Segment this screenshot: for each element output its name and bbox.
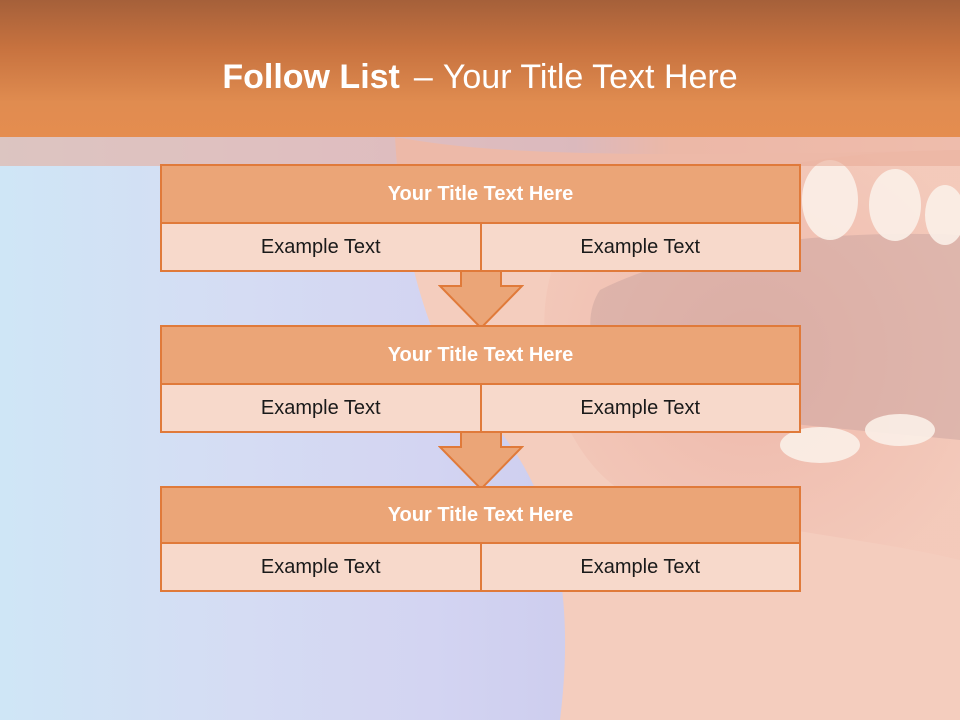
down-arrow-icon xyxy=(438,270,524,330)
step-block-1: Your Title Text Here Example Text Exampl… xyxy=(160,164,801,272)
down-arrow-icon xyxy=(438,431,524,491)
step-cell-left: Example Text xyxy=(260,236,381,258)
step-block-2: Your Title Text Here Example Text Exampl… xyxy=(160,325,801,433)
header-bar xyxy=(0,0,960,137)
step-cell-left: Example Text xyxy=(260,397,381,419)
step-cell-left: Example Text xyxy=(260,556,381,578)
title-separator: – xyxy=(413,58,433,96)
step-title: Your Title Text Here xyxy=(162,327,799,385)
step-block-3: Your Title Text Here Example Text Exampl… xyxy=(160,486,801,592)
step-cell-right: Example Text xyxy=(479,385,800,432)
step-row: Example Text Example Text xyxy=(162,544,799,591)
slide-title: Follow List–Your Title Text Here xyxy=(0,52,960,102)
step-cell-right: Example Text xyxy=(479,544,800,591)
step-title: Your Title Text Here xyxy=(162,488,799,544)
slide-title-bold: Follow List xyxy=(222,58,400,96)
step-row: Example Text Example Text xyxy=(162,224,799,271)
header-strip xyxy=(0,137,960,166)
slide-title-rest: Your Title Text Here xyxy=(442,58,738,96)
step-title: Your Title Text Here xyxy=(162,166,799,224)
step-row: Example Text Example Text xyxy=(162,385,799,432)
step-cell-right: Example Text xyxy=(479,224,800,271)
